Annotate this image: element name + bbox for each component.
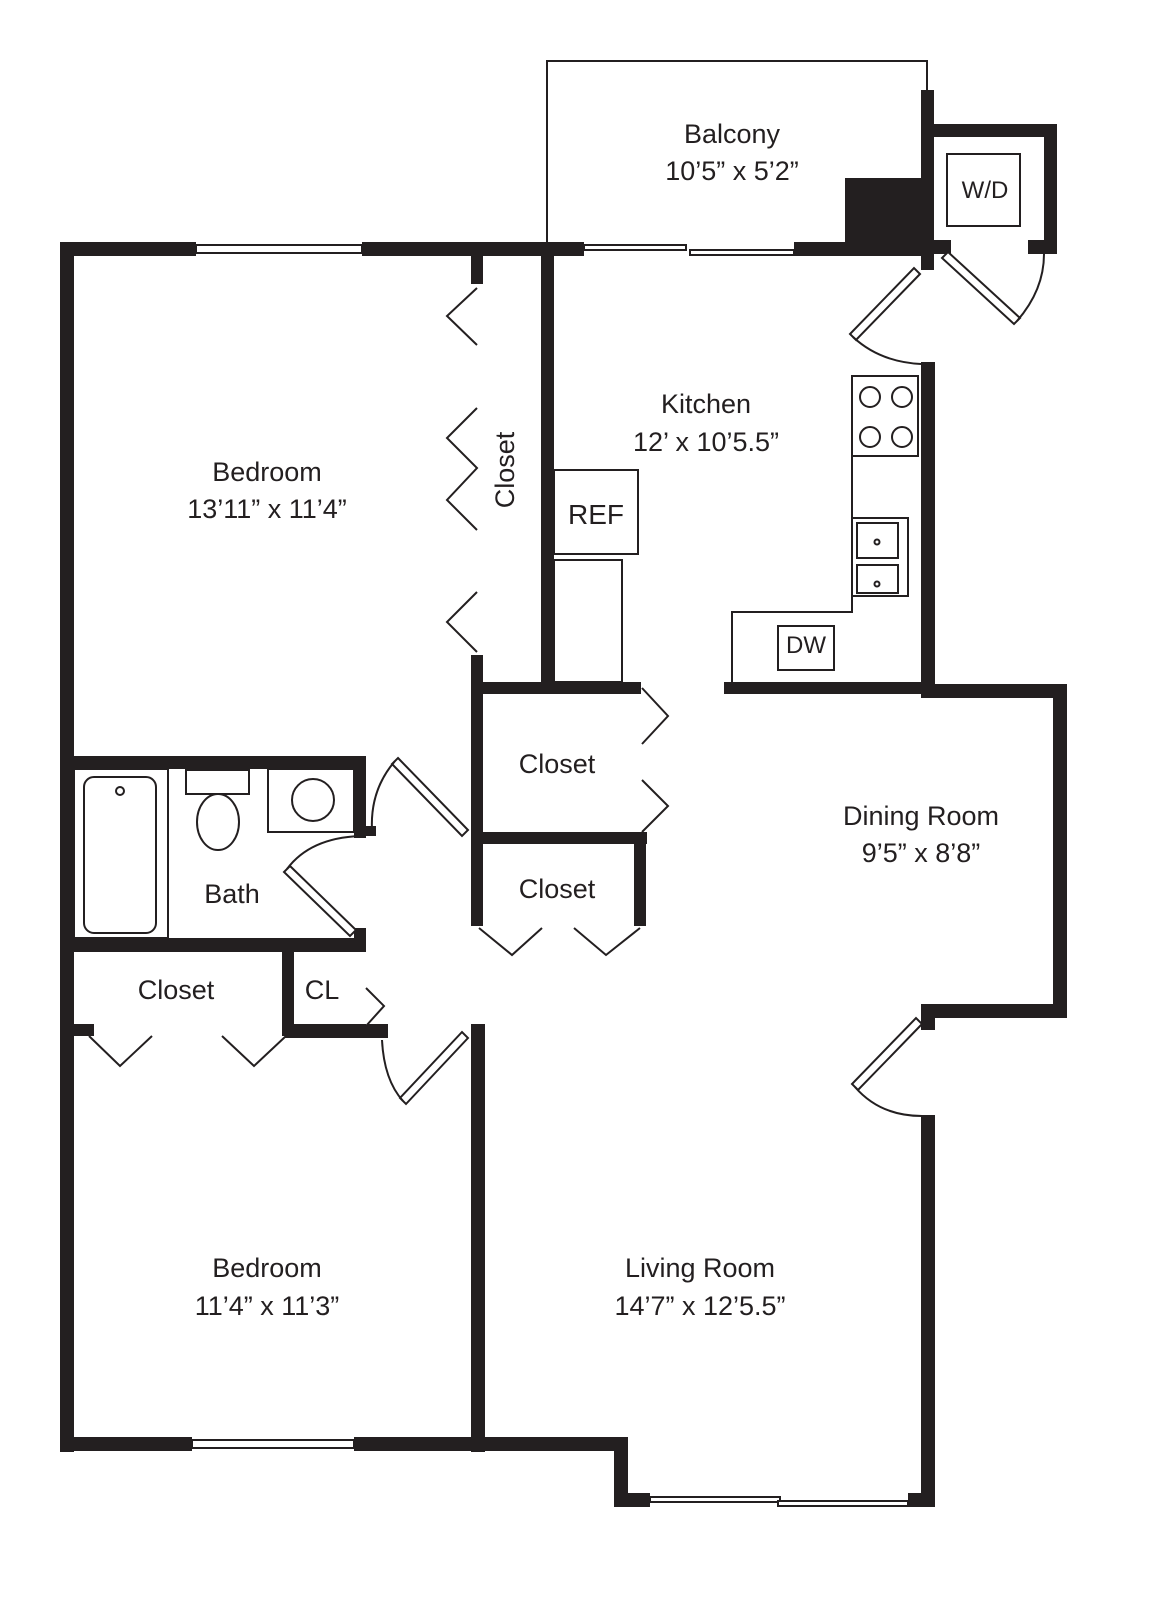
living-dims: 14’7” x 12’5.5” <box>614 1291 785 1321</box>
bedroom2-door[interactable] <box>381 1030 470 1106</box>
sliding-door[interactable] <box>583 244 687 251</box>
vanity <box>267 768 355 833</box>
bathtub <box>83 776 157 934</box>
bedroom1-door[interactable] <box>370 756 470 838</box>
closet-bifold-doors-bedroom1[interactable] <box>445 287 479 653</box>
toilet-tank <box>185 769 250 795</box>
bedroom2-label: Bedroom <box>212 1253 322 1283</box>
refrigerator-label: REF <box>568 499 624 530</box>
dishwasher <box>777 625 835 671</box>
balcony-label: Balcony <box>684 119 781 149</box>
structural-column <box>845 178 925 252</box>
kitchen-door[interactable] <box>848 266 922 365</box>
dining-label: Dining Room <box>843 801 999 831</box>
exterior-walls <box>60 242 1067 1507</box>
living-label: Living Room <box>625 1253 775 1283</box>
washer-dryer <box>946 153 1021 227</box>
bedroom2-dims: 11’4” x 11’3” <box>195 1291 340 1321</box>
dishwasher-label: DW <box>786 632 826 659</box>
washer-dryer-closet <box>921 124 1057 326</box>
bath-fixtures <box>73 768 355 939</box>
bedroom1-dims: 13’11” x 11’4” <box>187 494 347 524</box>
window <box>195 244 363 254</box>
sink <box>291 778 335 822</box>
interior-walls <box>60 256 935 1452</box>
bath-door[interactable] <box>282 835 361 938</box>
washer-dryer-label: W/D <box>962 177 1009 204</box>
side-door[interactable] <box>850 1016 924 1117</box>
closet-bedroom1-label: Closet <box>490 431 520 508</box>
closet-bifold-doors-hall[interactable] <box>478 687 670 957</box>
bedroom1-label: Bedroom <box>212 457 322 487</box>
closet-bedroom2-label: Closet <box>138 975 215 1005</box>
closet-hall2-label: Closet <box>519 874 596 904</box>
kitchen-label: Kitchen <box>661 389 751 419</box>
closet-bifold-doors-bedroom2[interactable] <box>88 987 386 1068</box>
dining-dims: 9’5” x 8’8” <box>862 838 981 868</box>
sink <box>851 517 909 597</box>
pantry <box>553 559 623 683</box>
toilet <box>196 793 240 851</box>
room-labels: Balcony 10’5” x 5’2” W/D Kitchen 12’ x 1… <box>138 119 1009 1321</box>
closet-hall1-label: Closet <box>519 749 596 779</box>
balcony-dims: 10’5” x 5’2” <box>665 156 799 186</box>
bath-label: Bath <box>204 879 260 909</box>
door[interactable] <box>940 250 1022 326</box>
kitchen-fixtures <box>553 375 919 683</box>
window <box>191 1439 355 1449</box>
kitchen-dims: 12’ x 10’5.5” <box>633 427 779 457</box>
cl-label: CL <box>305 975 340 1005</box>
stove <box>851 375 919 457</box>
refrigerator <box>553 469 639 555</box>
sliding-door[interactable] <box>649 1496 781 1503</box>
